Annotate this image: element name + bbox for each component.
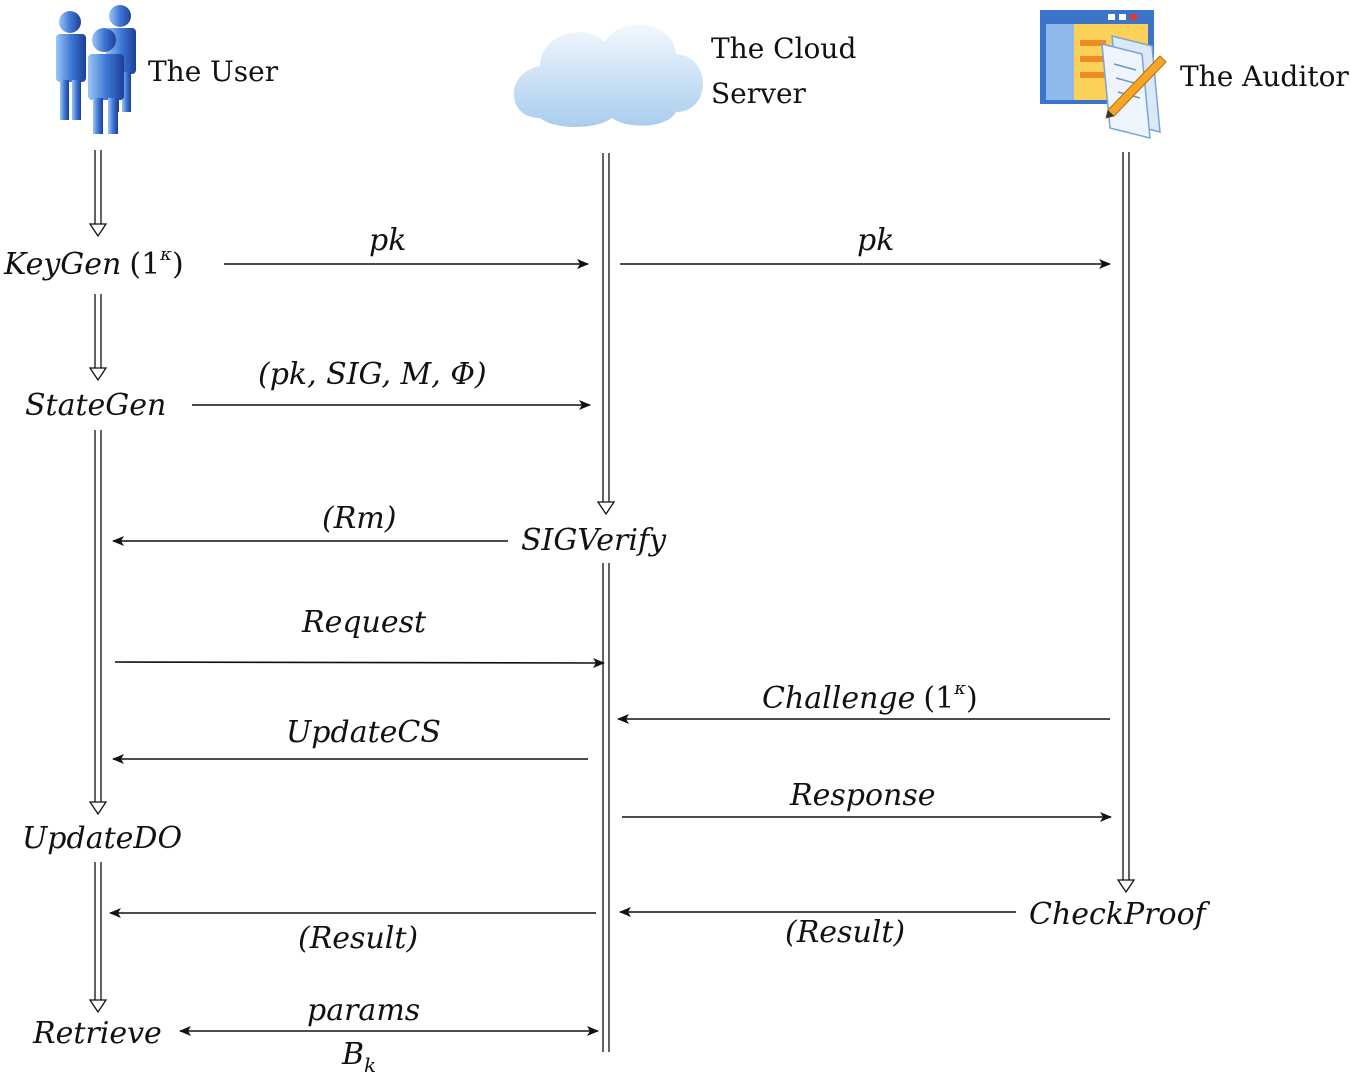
user-lifeline	[88, 150, 108, 1014]
pk-to-cloud-label: pk	[369, 223, 406, 258]
auditor-label: The Auditor	[1180, 60, 1349, 93]
updatecs-label: UpdateCS	[286, 715, 441, 750]
cloud-label-line2: Server	[711, 77, 807, 110]
result-to-user-label: (Result)	[298, 921, 418, 956]
document-pen-icon	[1040, 10, 1167, 139]
params-label: params	[307, 993, 420, 1028]
pk-to-auditor-label: pk	[857, 223, 894, 258]
updatedo-state: UpdateDO	[22, 821, 182, 856]
bk-label: Bk	[341, 1037, 376, 1075]
stategen-state: StateGen	[25, 388, 166, 423]
users-icon	[56, 5, 136, 134]
cloud-icon	[513, 24, 703, 128]
cloud-lifeline	[596, 153, 616, 1052]
checkproof-state: CheckProof	[1029, 897, 1211, 932]
retrieve-state: Retrieve	[32, 1016, 162, 1051]
upload-label: (pk, SIG, M, Φ)	[258, 357, 487, 392]
result-to-cloud-label: (Result)	[785, 915, 905, 950]
rm-label: (Rm)	[322, 501, 396, 536]
request-arrow	[114, 657, 605, 668]
challenge-label: Challenge(1κ)	[762, 678, 978, 716]
cloud-label-line1: The Cloud	[711, 32, 856, 65]
request-label: Request	[301, 605, 427, 640]
keygen-state: KeyGen(1κ)	[3, 244, 184, 282]
user-label: The User	[148, 55, 279, 88]
auditor-lifeline	[1116, 152, 1136, 894]
response-label: Response	[789, 778, 935, 813]
sigverify-state: SIGVerify	[521, 523, 667, 558]
